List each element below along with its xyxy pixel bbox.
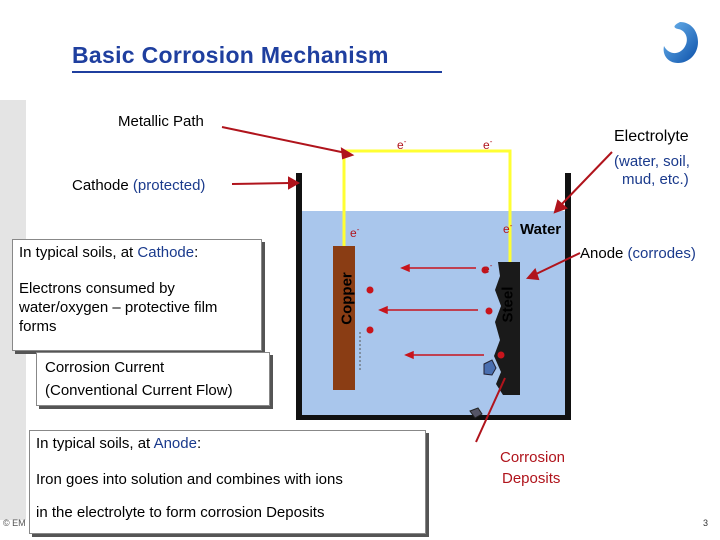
electron-charge-sign: -	[489, 137, 493, 146]
corrosion-current-box: Corrosion Current (Conventional Current …	[36, 352, 270, 406]
electron-charge-sign: -	[509, 221, 513, 230]
cathode-label: Cathode (protected)	[72, 177, 205, 194]
electron-charge-sign: -	[403, 137, 407, 146]
steel-electrode	[494, 262, 520, 395]
anode-label-note: (corrodes)	[627, 245, 696, 262]
electrolyte-detail-line2: mud, etc.)	[622, 171, 689, 188]
metallic-path-label: Metallic Path	[118, 113, 204, 130]
anode-info-line2: in the electrolyte to form corrosion Dep…	[36, 504, 325, 521]
electron-marker: e-	[503, 221, 513, 236]
steel-label: Steel	[499, 286, 517, 323]
cathode-info-body: Electrons consumed by water/oxygen – pro…	[19, 280, 218, 335]
anode-label-term: Anode	[580, 245, 624, 262]
cathode-info-heading: In typical soils, at Cathode:	[19, 244, 255, 261]
electron-dots	[366, 266, 505, 359]
swirl-logo-icon	[663, 22, 698, 63]
corrosion-current-line2: (Conventional Current Flow)	[45, 382, 233, 399]
anode-info-heading-text: In typical soils, at	[36, 435, 151, 452]
electrolyte-detail-line1: (water, soil,	[614, 153, 690, 170]
anode-label: Anode (corrodes)	[580, 245, 696, 262]
current-arrows	[378, 263, 484, 360]
cathode-info-heading-text: In typical soils, at	[19, 244, 134, 261]
metallic-wire	[342, 149, 512, 262]
title-underline	[72, 71, 442, 73]
water-label: Water	[520, 221, 562, 238]
page-title: Basic Corrosion Mechanism	[72, 42, 389, 68]
electron-charge-sign: -	[356, 225, 360, 234]
corrosion-deposits-line1: Corrosion	[500, 449, 566, 466]
electron-marker: e-	[350, 225, 360, 240]
electron-charge-sign: -	[489, 261, 493, 270]
callout-lines	[221, 126, 613, 443]
corrosion-deposits-line2: Deposits	[502, 470, 561, 487]
page-number: 3	[703, 518, 709, 528]
copper-electrode	[333, 246, 355, 390]
cathode-label-note: (protected)	[132, 177, 206, 194]
footer-copyright: © EM	[3, 518, 26, 528]
cathode-label-term: Cathode	[72, 177, 129, 194]
cathode-info-heading-term: Cathode	[137, 244, 195, 261]
electrolyte-label: Electrolyte	[614, 128, 689, 145]
anode-info-line1: Iron goes into solution and combines wit…	[36, 471, 343, 488]
anode-info-heading-term: Anode	[153, 435, 197, 452]
anode-info-heading-colon: :	[196, 435, 202, 452]
corrosion-deposit-blob	[483, 359, 497, 376]
copper-label: Copper	[338, 272, 356, 325]
electron-marker: e-	[483, 137, 493, 152]
electron-marker: e-	[483, 261, 493, 276]
cathode-info-box: In typical soils, at Cathode: Electrons …	[12, 239, 262, 351]
cathode-info-heading-colon: :	[194, 244, 199, 261]
anode-info-box: In typical soils, at Anode: Iron goes in…	[29, 430, 426, 534]
electron-marker: e-	[397, 137, 407, 152]
corrosion-current-line1: Corrosion Current	[45, 359, 165, 376]
anode-info-heading: In typical soils, at Anode:	[36, 435, 419, 452]
